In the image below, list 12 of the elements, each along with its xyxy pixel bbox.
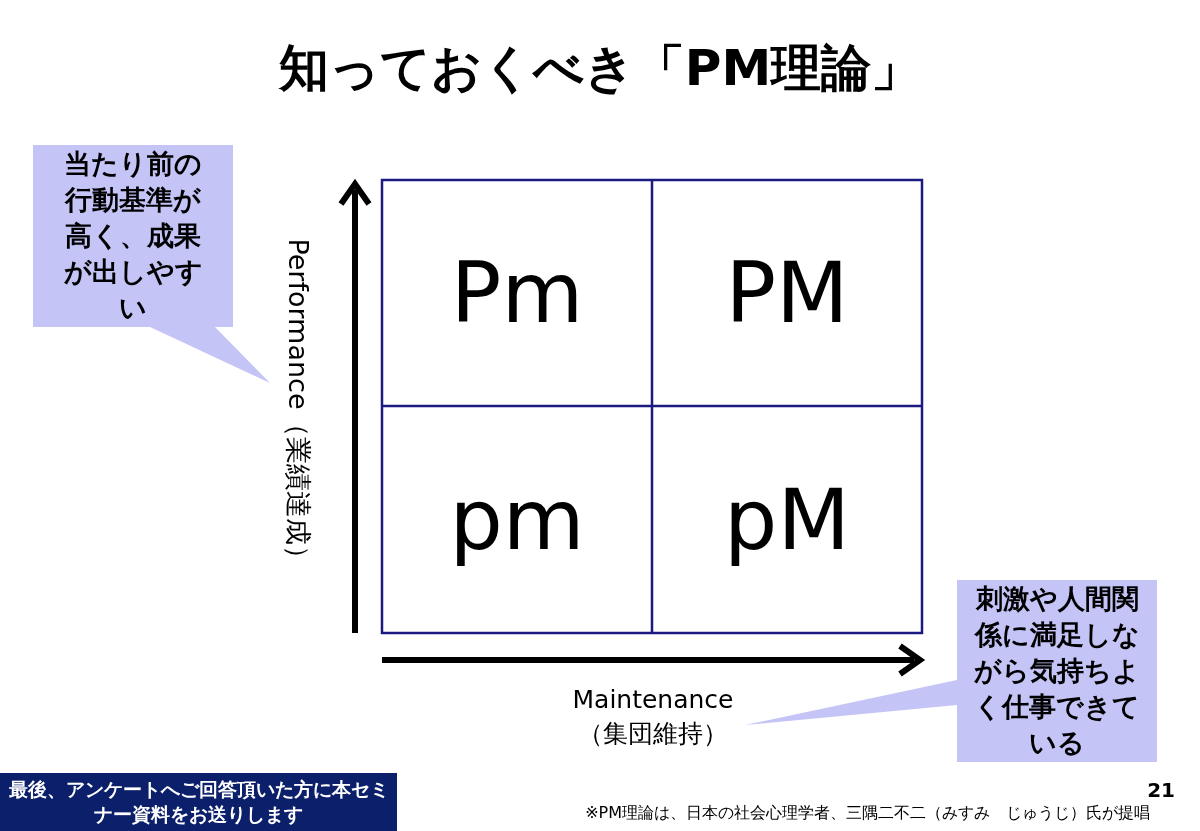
callout-text: 刺激や人間関係に満足しながら気持ちよく仕事できている [973, 582, 1141, 760]
quadrant-label: pm [383, 407, 651, 632]
page-number: 21 [1146, 778, 1175, 802]
banner: 最後、アンケートへご回答頂いた方に本セミナー資料をお送りします [0, 773, 397, 831]
axis-label: Performance（業績達成） [282, 237, 315, 574]
quadrant-label: Pm [383, 181, 651, 405]
quadrant-label: pM [653, 407, 921, 632]
axis-label: Maintenance （集団維持） [571, 684, 735, 750]
quadrant-label: PM [653, 181, 921, 405]
title: 知っておくべき「PM理論」 [277, 38, 923, 99]
callout-text: 当たり前の行動基準が高く、成果が出しやすい [62, 147, 204, 325]
footnote: ※PM理論は、日本の社会心理学者、三隅二不二（みすみ じゅうじ）氏が提唱 [584, 803, 1150, 824]
